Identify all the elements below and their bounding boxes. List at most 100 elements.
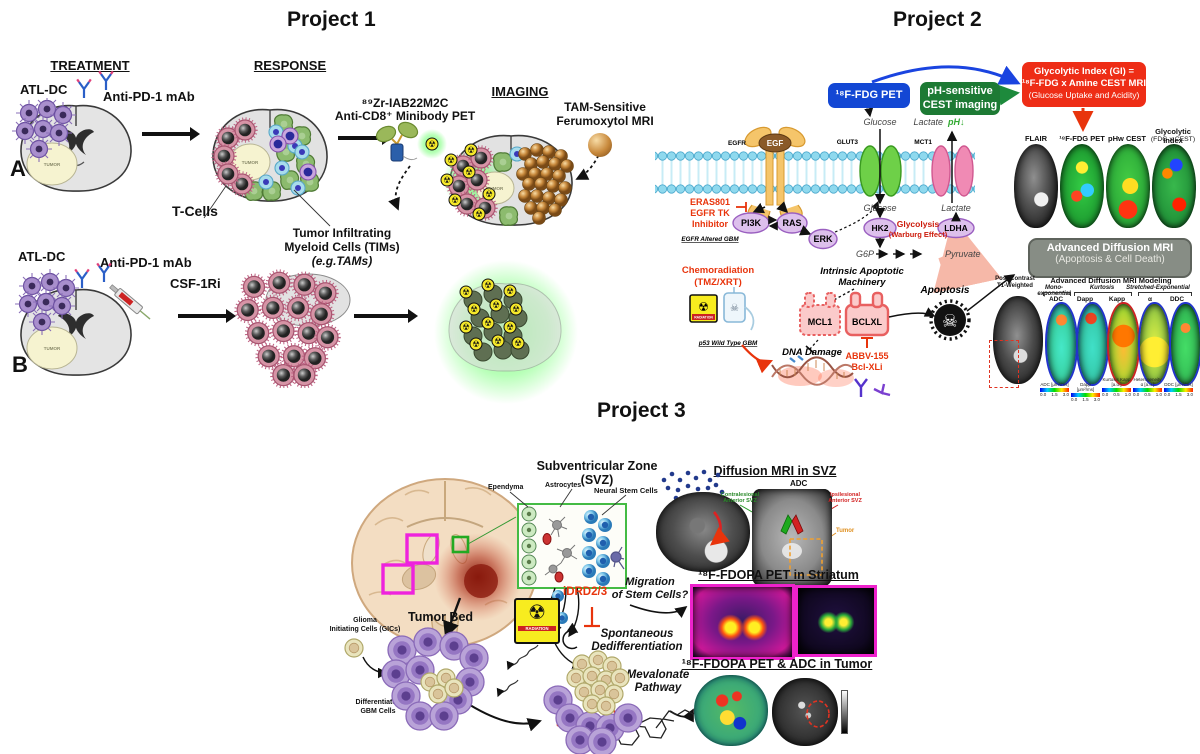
treatment-heading: TREATMENT xyxy=(50,58,130,73)
bclxl-label: BCLXL xyxy=(852,317,882,327)
fdopa-adc-pet-image xyxy=(694,675,768,746)
imaging-brain-graphic: TUMOR xyxy=(440,134,602,226)
tumor-label-response: TUMOR xyxy=(242,160,259,165)
adc-label-svz: ADC xyxy=(790,479,808,488)
adc-grayscale-bar xyxy=(841,690,848,734)
phw-cest-label: pHw CEST xyxy=(1108,134,1146,143)
skull-icon: ☠ xyxy=(942,311,958,331)
glycolytic-index-box: Glycolytic Index (GI) = ¹⁸F-FDG x Amine … xyxy=(1022,62,1146,107)
gic-label: Glioma Initiating Cells (GICs) xyxy=(329,617,401,633)
eras-label-3: Inhibitor xyxy=(692,219,728,229)
p2-pathway-graphic: EGF EGFR ERAS801 EGFR TK Inhibitor EGFR … xyxy=(655,65,1094,397)
gi-mri-label-1: Glycolytic Index xyxy=(1155,127,1191,145)
project3-title: Project 3 xyxy=(597,399,686,422)
fdopa-tumor-heading: ¹⁸F-FDOPA PET & ADC in Tumor xyxy=(681,657,873,671)
striatum-box-2 xyxy=(381,563,415,595)
tumor-bed-label: Tumor Bed xyxy=(408,610,474,624)
project1-title: Project 1 xyxy=(287,8,376,31)
ipsilesional-label-2: Anterior SVZ xyxy=(828,498,862,504)
radiation-sign-p2: ☢ RADIATION xyxy=(689,294,718,323)
anti-pd1-label-a: Anti-PD-1 mAb xyxy=(103,89,195,104)
t-cells-label: T-Cells xyxy=(172,203,218,219)
ph-down-label: pH↓ xyxy=(947,117,965,127)
adc-svz-image xyxy=(752,489,832,586)
bracket-stretched xyxy=(1138,292,1192,296)
bclxl-protein xyxy=(844,291,890,337)
response-heading: RESPONSE xyxy=(253,58,327,73)
svz-heading-1: Subventricular Zone xyxy=(536,459,658,473)
red-inset-box xyxy=(989,340,1019,388)
minibody-graphic xyxy=(375,121,447,162)
abbv-label-1: ABBV-155 xyxy=(845,351,888,361)
response-brain-graphic: TUMOR xyxy=(203,108,331,227)
map-adc: ADC xyxy=(1048,296,1064,303)
lactate-extracellular: Lactate xyxy=(913,117,943,127)
cell-membrane xyxy=(655,148,975,195)
erk-label: ERK xyxy=(813,234,833,244)
flair-label: FLAIR xyxy=(1024,134,1048,143)
egfr-label: EGFR xyxy=(728,140,746,147)
egf-label: EGF xyxy=(767,139,784,148)
contralesional-label-2: Anterior SVZ xyxy=(723,498,757,504)
iv-bag-icon: ☠ xyxy=(723,287,755,331)
svz-inset xyxy=(517,503,627,589)
green-glow-brain xyxy=(434,260,578,404)
mevalonate-label-1: Mevalonate xyxy=(626,669,690,681)
radiation-word-p3: RADIATION xyxy=(518,626,556,631)
atl-dc-label-a: ATL-DC xyxy=(20,82,68,97)
map-alpha: α xyxy=(1148,296,1152,303)
tumor-label-a: TUMOR xyxy=(44,162,61,167)
mct1-transporter xyxy=(931,145,974,197)
fdg-pet-image xyxy=(1060,144,1104,228)
imaging-heading: IMAGING xyxy=(491,84,549,99)
adc-map-image xyxy=(1045,302,1078,386)
brain-b-graphic: TUMOR xyxy=(14,262,151,376)
diff-gbm-label: Differentiated GBM Cells xyxy=(355,699,401,715)
panel-b-label: B xyxy=(12,352,28,377)
dna-damage-label: DNA Damage xyxy=(782,347,843,358)
dapp-map-image xyxy=(1076,302,1109,386)
migration-label-1: Migration xyxy=(625,576,675,588)
intrinsic-label-1: Intrinsic Apoptotic xyxy=(820,266,904,277)
nsc-label: Neural Stem Cells xyxy=(594,486,658,495)
fdg-pet-box: ¹⁸F-FDG PET xyxy=(828,83,910,108)
dna-helix-graphic xyxy=(771,355,854,387)
ldha-label: LDHA xyxy=(944,223,968,233)
minibody-label-1: ⁸⁹Zr-IAB22M2C xyxy=(361,96,449,110)
kurtosis-label: Kurtosis xyxy=(1089,285,1115,291)
atl-dc-label-b: ATL-DC xyxy=(18,249,66,264)
panel-a-label: A xyxy=(10,156,26,181)
ipsilesional-label-1: Ipsilesional xyxy=(830,492,860,498)
mct1-label: MCT1 xyxy=(914,139,932,146)
striatum-box-1 xyxy=(405,533,439,565)
dotted-arrow-minibody xyxy=(388,165,411,211)
stretched-exp-label: Stretched-Exponential xyxy=(1126,285,1190,291)
csf1ri-label: CSF-1Ri xyxy=(170,276,221,291)
arrow-treatment-to-response xyxy=(142,126,200,141)
spontaneous-label-2: Dedifferentiation xyxy=(591,641,683,653)
p3-brain-graphic xyxy=(351,478,539,652)
tcell-cluster-b xyxy=(234,269,351,388)
abbv-label-2: Bcl-XLi xyxy=(851,362,882,372)
map-dapp: Dapp xyxy=(1076,296,1094,303)
bracket-mono xyxy=(1043,292,1071,296)
eras-label-1: ERAS801 xyxy=(690,197,730,207)
svz-heading-2: (SVZ) xyxy=(580,473,614,487)
advanced-diffusion-box: Advanced Diffusion MRI (Apoptosis & Cell… xyxy=(1028,238,1192,278)
tumor-label-imaging: TUMOR xyxy=(487,186,504,191)
intrinsic-label-2: Machinery xyxy=(839,277,887,288)
fdopa-striatum-heading: ¹⁸F-FDOPA PET in Striatum xyxy=(698,568,859,582)
ferumoxytol-sphere xyxy=(588,133,612,157)
flair-image xyxy=(1014,144,1058,228)
map-ddc: DDC xyxy=(1169,296,1185,303)
idrd-label: iDRD2/3 xyxy=(563,586,608,598)
arrow-b1 xyxy=(178,308,236,323)
apoptosis-label: Apoptosis xyxy=(920,285,970,296)
neuron-graphic xyxy=(610,546,625,570)
svg-text:☠: ☠ xyxy=(730,303,739,314)
postcontrast-label: Post-Contrast T1-Weighted xyxy=(995,276,1035,290)
